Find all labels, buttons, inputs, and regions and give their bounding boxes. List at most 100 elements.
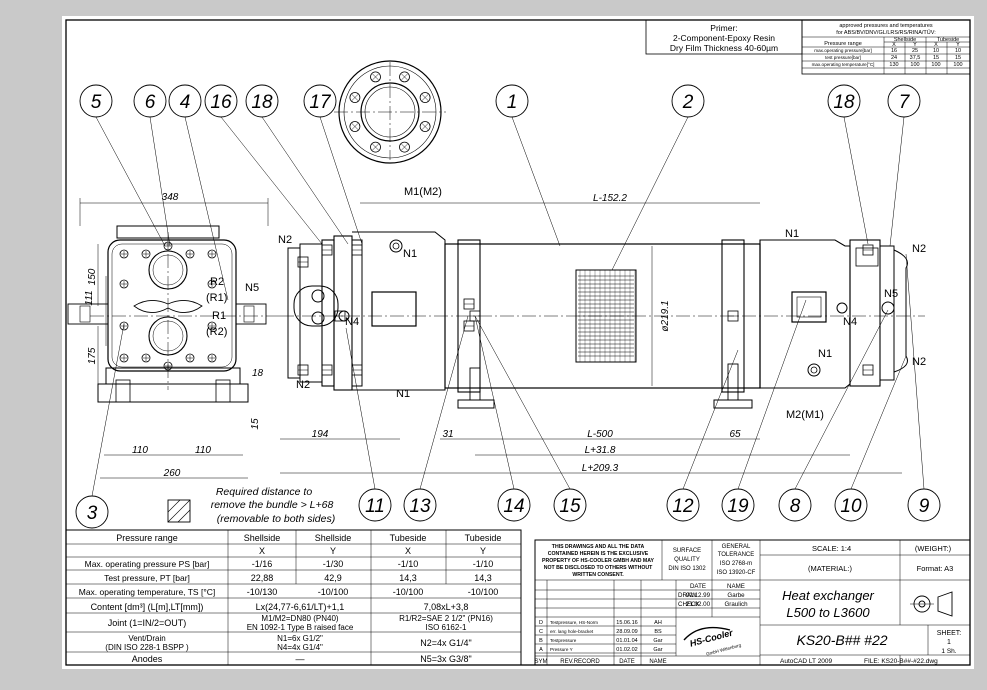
rev-header: REV.RECORD [560,659,600,665]
balloon-circle [75,495,109,529]
ptable-cell: -1/10 [473,559,494,569]
approved-cell: 100 [953,62,962,68]
balloon-number: 13 [409,496,431,517]
balloon-circle [721,488,755,522]
end-bolt [119,353,129,363]
leader-line [682,349,739,490]
tolerance-label: ISO 2768-m [720,561,752,567]
label-n2: N2 [278,234,292,246]
scale: SCALE: 1:4 [812,544,851,553]
label-n5: N5 [884,288,898,300]
draw-label: DRAW [678,592,697,599]
surface-label: SURFACE [673,548,701,554]
dim-260: 260 [163,468,181,479]
approved-subtitle: for ABS/BV/DNV/GL/LRS/RS/RINA/TÜV: [836,29,936,36]
balloon-number: 10 [840,496,862,517]
dim-348: 348 [162,192,179,203]
rev-name: BS [654,629,662,635]
notice-line: PROPERTY OF HS-COOLER GMBH AND MAY [542,558,654,564]
primer-title: Primer: [710,23,737,33]
leader-line [611,116,689,271]
format: Format: A3 [917,564,954,573]
sheet-label: SHEET: [937,630,962,637]
balloon-circle [204,84,238,118]
rev-date: 15.06.16 [616,620,637,626]
ptable-cell: 14,3 [399,573,417,583]
draw-date: 02.12.99 [686,592,711,599]
balloon-number: 19 [727,496,749,517]
drawing-number: KS20-B## #22 [796,632,887,648]
rev-date: 01.01.04 [616,638,637,644]
ptable-cell: -10/100 [318,587,349,597]
notice-line: WRITTEN CONSENT. [572,572,624,578]
weight: (WEIGHT:) [915,544,952,553]
name-header: NAME [649,659,666,665]
balloon-number: 8 [790,496,801,517]
balloon-circle [553,488,587,522]
tolerance-label: TOLERANCE [718,552,755,558]
balloon-circle [887,84,921,118]
balloon-number: 6 [145,92,156,113]
label-n4: N4 [843,316,857,328]
end-bolt [119,279,129,289]
ptable-vent-shell: N4=4x G1/4" [277,643,323,652]
ptable-header: Shellside [244,533,281,543]
balloon-number: 14 [503,496,524,517]
ptable-row-label: Max. operating pressure PS [bar] [85,559,210,569]
balloon-number: 17 [309,92,332,113]
rev-sym: B [539,638,543,644]
ptable-vent-tube: N2=4x G1/4" [420,638,471,648]
label-m1: M1(M2) [404,186,442,198]
ptable-sub: Y [480,546,486,556]
leader-line [319,116,363,245]
notice-line: NOT BE DISCLOSED TO OTHERS WITHOUT [544,565,653,571]
label-r1: R1 [212,310,226,322]
dim-15: 15 [250,418,261,430]
balloon-number: 18 [833,92,855,113]
balloon-circle [495,84,529,118]
flange-bolt-hole [370,71,381,83]
label-n1: N1 [818,348,832,360]
end-bolt [207,249,217,259]
balloon-number: 12 [672,496,694,517]
end-bolt [119,321,129,331]
bundle-line3: (removable to both sides) [217,513,335,525]
flange-bolt-hole [349,92,361,103]
ptable-vent-label: (DIN ISO 228-1 BSPP ) [105,643,189,652]
leader-line [794,309,889,490]
label-n2: N2 [912,356,926,368]
ptable-joint-shell: EN 1092-1 Type B raised face [247,623,354,632]
flange-bolt-hole [399,71,410,83]
end-bolt [119,249,129,259]
surface-label: QUALITY [674,557,700,563]
drawing-labels: N1 N1 N1 N1 N2 N2 N2 N2 N4 N4 N5 N5 M1(M… [206,186,926,421]
leader-line [905,253,925,490]
balloon-number: 3 [87,503,98,524]
leader-line [91,323,125,497]
approved-cell: 24 [891,55,897,61]
dim-65: 65 [729,429,741,440]
ptable-content-tube: 7,08xL+3,8 [424,602,469,612]
ptable-header: Pressure range [116,533,178,543]
dim-l500: L-500 [587,429,613,440]
tolerance-label: ISO 13920-CF [717,570,756,576]
flange-bolt-hole [370,141,381,153]
leader-line [474,315,571,490]
approved-cell: 100 [931,62,940,68]
ptable-joint-shell: M1/M2=DN80 (PN40) [261,614,338,623]
bundle-line2: remove the bundle > L+68 [211,499,334,511]
end-bolt [207,279,217,289]
approved-cell: 10 [933,48,939,54]
leader-line [95,116,166,247]
ptable-row-label: Test pressure, PT [bar] [104,573,190,583]
ptable-cell: -1/30 [323,559,344,569]
rev-sym: C [539,629,543,635]
check-name: Graulich [724,601,748,608]
label-n1: N1 [785,228,799,240]
label-r1p: (R1) [206,292,227,304]
tolerance-label: GENERAL [722,544,751,550]
rev-sym: A [539,647,543,653]
ptable-vent-label: Vent/Drain [128,634,165,643]
leader-line [737,299,807,490]
balloon-number: 15 [559,496,581,517]
